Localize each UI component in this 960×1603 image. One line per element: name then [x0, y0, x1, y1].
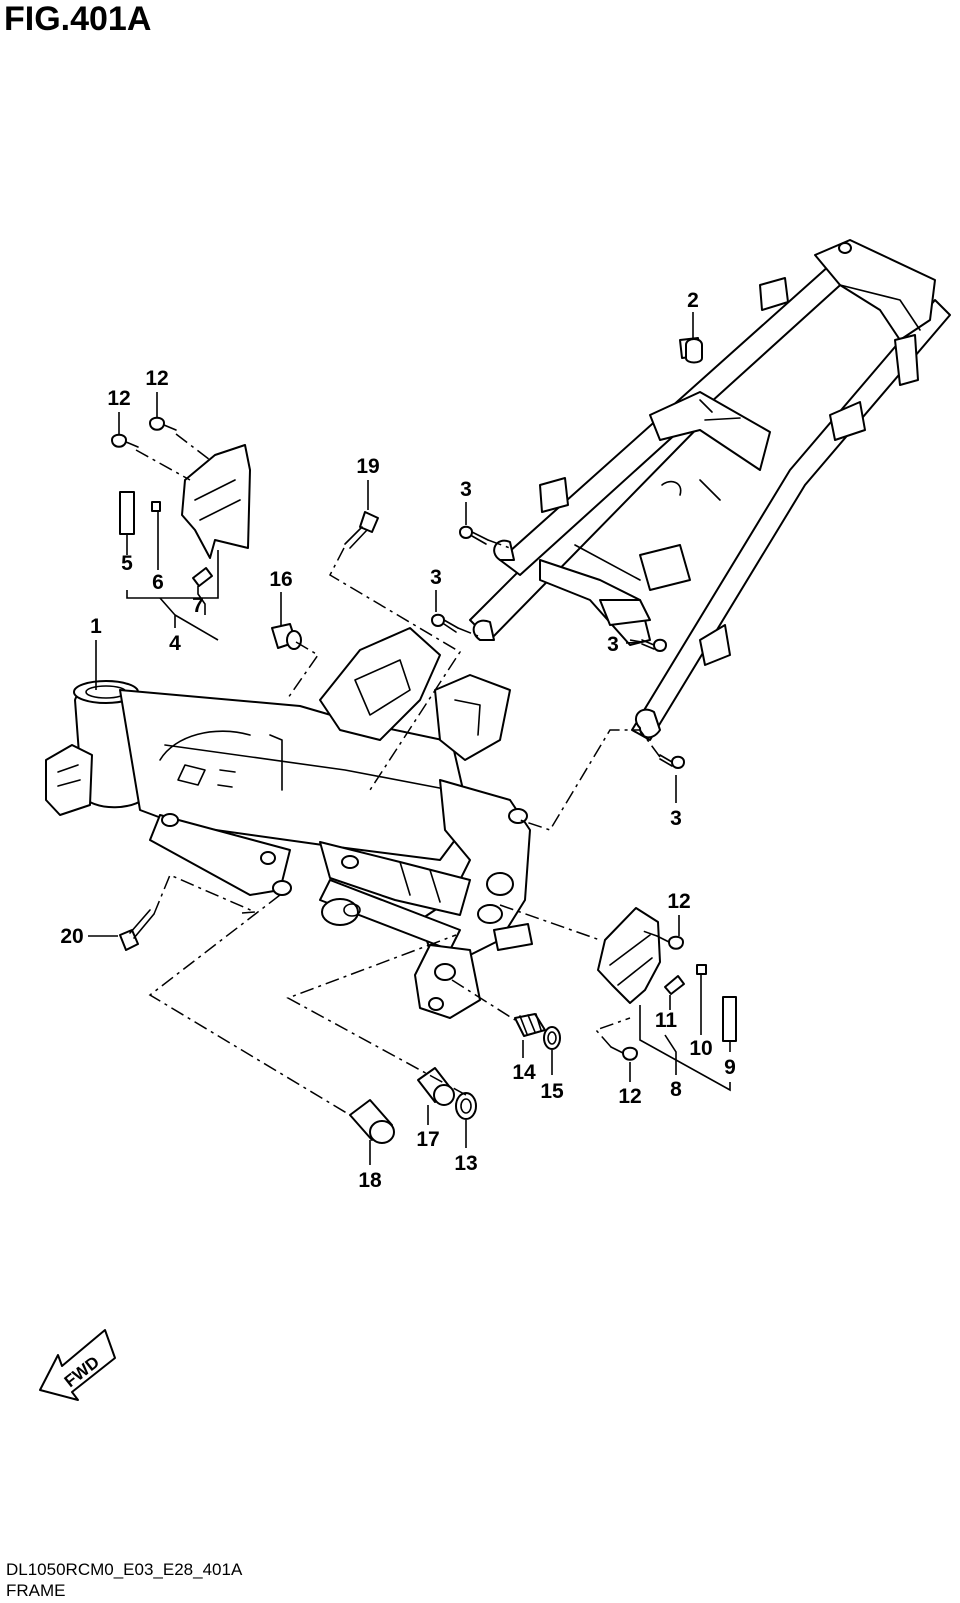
- callout-12-d: 12: [618, 1085, 641, 1108]
- callout-12-b: 12: [145, 367, 168, 390]
- figure-title: FIG.401A: [4, 0, 152, 38]
- leader-lines: [88, 312, 731, 1165]
- rear-frame: [469, 239, 951, 741]
- left-side-cover: [119, 444, 251, 587]
- callout-17: 17: [416, 1128, 439, 1151]
- callout-11: 11: [655, 1009, 678, 1032]
- callout-19: 19: [356, 455, 379, 478]
- main-frame: [45, 627, 533, 1019]
- callout-3-b: 3: [430, 566, 442, 589]
- callout-16: 16: [269, 568, 292, 591]
- callout-7: 7: [192, 594, 204, 617]
- callout-2: 2: [687, 289, 699, 312]
- callout-6: 6: [152, 571, 164, 594]
- callout-18: 18: [358, 1169, 382, 1192]
- diagram-code: DL1050RCM0_E03_E28_401A: [6, 1560, 243, 1579]
- callouts: 1 2 3 3 3 3 4 5 6 7 8 9 10 11 12 12 12 1…: [60, 289, 736, 1192]
- hardware: [111, 338, 703, 1144]
- diagram-subtitle: FRAME: [6, 1581, 66, 1600]
- callout-8: 8: [670, 1078, 682, 1101]
- callout-15: 15: [540, 1080, 564, 1103]
- fwd-arrow-icon: FWD: [39, 1329, 116, 1401]
- callout-14: 14: [512, 1061, 536, 1084]
- callout-12-c: 12: [667, 890, 690, 913]
- phantom-lines: [135, 433, 661, 1116]
- callout-3-a: 3: [460, 478, 472, 501]
- callout-20: 20: [60, 925, 83, 948]
- callout-3-c: 3: [607, 633, 619, 656]
- callout-13: 13: [454, 1152, 477, 1175]
- callout-12-a: 12: [107, 387, 130, 410]
- callout-9: 9: [724, 1056, 736, 1079]
- callout-4: 4: [169, 632, 181, 655]
- callout-5: 5: [121, 552, 133, 575]
- callout-10: 10: [689, 1037, 712, 1060]
- callout-1: 1: [90, 615, 102, 638]
- callout-3-d: 3: [670, 807, 682, 830]
